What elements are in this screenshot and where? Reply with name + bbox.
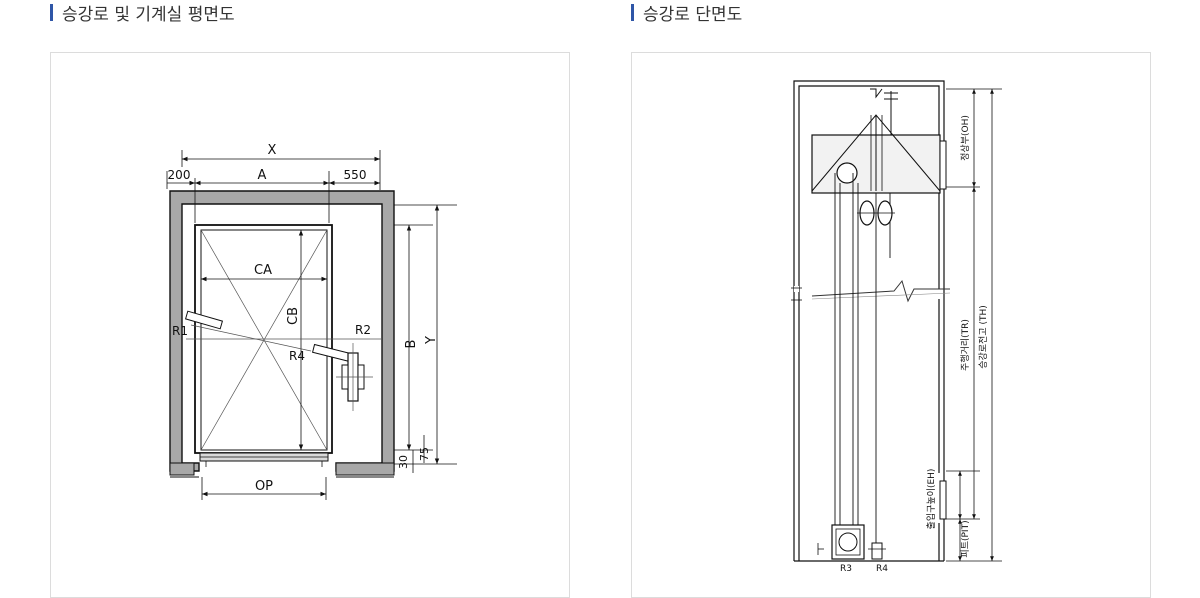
heading-accent-bar [50, 3, 53, 21]
section-drawing: R3 R4 정상부(OH) 주행거리(TR) 승강로전고 (TH) 출입구높이(… [791, 80, 1002, 574]
label-r2: R2 [355, 323, 371, 337]
car-sheave [836, 162, 858, 184]
label-75: 75 [418, 447, 431, 461]
label-hoistway-height: 승강로전고 (TH) [978, 305, 989, 369]
wall-stub-right [335, 462, 395, 476]
plan-heading-text: 승강로 및 기계실 평면도 [62, 4, 235, 25]
label-a: A [258, 168, 267, 183]
section-drawing-panel: R3 R4 정상부(OH) 주행거리(TR) 승강로전고 (TH) 출입구높이(… [631, 52, 1151, 598]
break-line [811, 279, 950, 303]
label-entrance-height: 출입구높이(EH) [925, 469, 937, 530]
buffer-r4 [871, 542, 883, 560]
label-r4: R4 [289, 349, 305, 363]
heading-accent-bar [631, 3, 634, 21]
car-inner [200, 229, 328, 451]
rail-r1 [184, 310, 224, 330]
label-r1: R1 [172, 324, 188, 338]
label-x: X [268, 143, 277, 158]
label-30: 30 [397, 455, 410, 469]
label-r4-section: R4 [876, 564, 888, 574]
label-travel: 주행거리(TR) [959, 319, 971, 371]
label-r3: R3 [840, 564, 852, 574]
label-ca: CA [254, 263, 272, 278]
label-pit: 피트(PIT) [960, 520, 971, 557]
plan-heading: 승강로 및 기계실 평면도 [50, 0, 235, 25]
label-y: Y [424, 336, 439, 345]
label-550: 550 [344, 168, 367, 182]
wall-stub-left [169, 462, 195, 476]
label-200: 200 [168, 168, 191, 182]
label-b: B [404, 340, 419, 349]
label-op: OP [255, 479, 273, 494]
plan-drawing-panel: X 200 A 550 CA CB R1 R4 R2 [50, 52, 570, 598]
section-heading-text: 승강로 단면도 [643, 4, 743, 25]
plan-drawing: X 200 A 550 CA CB R1 R4 R2 [166, 143, 457, 500]
hoistway-outline [793, 80, 945, 561]
section-heading: 승강로 단면도 [631, 0, 743, 25]
label-cb: CB [286, 307, 301, 325]
label-overhead: 정상부(OH) [960, 115, 971, 161]
